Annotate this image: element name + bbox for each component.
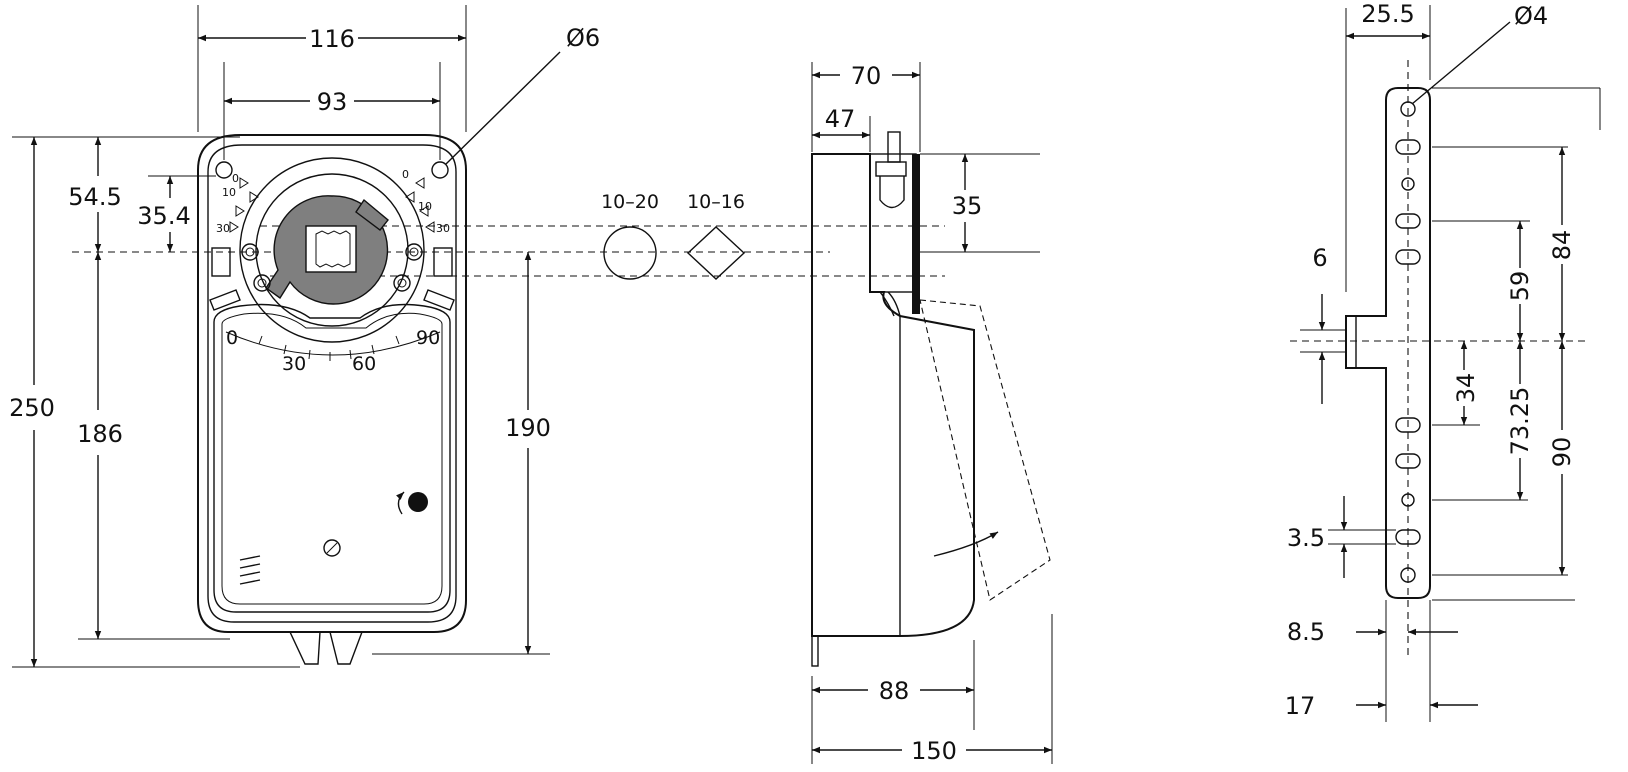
dim-spacing-73-25: 73.25 [1506, 387, 1534, 456]
mounting-feet [289, 631, 363, 665]
rotation-arrow-icon [396, 491, 405, 515]
round-shaft-symbol [603, 226, 657, 280]
bracket-outline [1345, 87, 1431, 599]
side-view: 35 70 47 88 150 [811, 62, 1053, 765]
dim-spacing-34: 34 [1452, 373, 1480, 404]
clamp-lever [355, 198, 389, 231]
dim-bracket-hole-diameter: Ø4 [1514, 2, 1548, 30]
dial-mark-0: 0 [226, 327, 238, 349]
side-body-outline [811, 153, 975, 637]
dim-height-250: 250 [9, 394, 55, 422]
screw-icon [323, 539, 341, 557]
mounting-hole-right [431, 161, 449, 179]
dim-height-190: 190 [505, 414, 551, 442]
rotor-mark-left-10: 10 [222, 186, 236, 199]
dim-shaft-height-35: 35 [952, 192, 983, 220]
dim-offset-35-4: 35.4 [137, 202, 190, 230]
dim-depth-70: 70 [851, 62, 882, 90]
dial-mark-60: 60 [352, 353, 376, 375]
mounting-hole-left [215, 161, 233, 179]
dial-mark-30: 30 [282, 353, 306, 375]
rotor-outer-ring [239, 157, 425, 343]
dim-offset-54-5: 54.5 [68, 183, 121, 211]
dim-spacing-59: 59 [1506, 271, 1534, 302]
square-shaft-symbol [686, 226, 746, 280]
round-shaft-range: 10–20 [601, 191, 659, 213]
rotor-inner-ring [255, 173, 409, 327]
bracket-hole-bottom [1400, 567, 1416, 583]
opened-cover-outline [919, 299, 1051, 601]
dim-depth-150: 150 [911, 737, 957, 765]
cover-swing-arrow [933, 531, 999, 557]
bracket-hole-top [1400, 101, 1416, 117]
side-shaft [912, 154, 920, 314]
rotor-mark-right-30: 30 [436, 222, 450, 235]
dim-spacing-84: 84 [1548, 230, 1576, 261]
dim-height-186: 186 [77, 420, 123, 448]
rotor-mark-right-0: 0 [402, 168, 409, 181]
dim-slot-3-5: 3.5 [1287, 524, 1325, 552]
dim-spacing-90: 90 [1548, 437, 1576, 468]
rotor-mark-left-0: 0 [232, 172, 239, 185]
dim-depth-47: 47 [825, 105, 856, 133]
front-view: 30 10 0 0 10 30 0 30 60 90 116 93 Ø6 [9, 5, 945, 668]
manual-override-button [408, 492, 428, 512]
housing-inner-outline [207, 144, 457, 623]
side-foot [811, 635, 819, 667]
vent-slots [239, 555, 261, 585]
dim-offset-25-5: 25.5 [1361, 0, 1414, 28]
cover-outline [213, 303, 451, 613]
dim-width-116: 116 [309, 25, 355, 53]
bracket-slot [1395, 139, 1421, 155]
rotor-mark-right-10: 10 [418, 200, 432, 213]
side-clamp-housing [869, 153, 917, 293]
rotor-mark-left-30: 30 [216, 222, 230, 235]
dim-hole-diameter: Ø6 [566, 24, 600, 52]
square-shaft-range: 10–16 [687, 191, 745, 213]
dial-mark-90: 90 [416, 327, 440, 349]
dim-bottom-17: 17 [1285, 692, 1316, 720]
dim-tab-6: 6 [1312, 244, 1327, 272]
dim-bottom-8-5: 8.5 [1287, 618, 1325, 646]
dim-depth-88: 88 [879, 677, 910, 705]
bracket-view: 25.5 Ø4 6 84 59 34 73.25 [1285, 0, 1601, 722]
shaft-socket [305, 225, 357, 273]
dim-hole-spacing-93: 93 [317, 88, 348, 116]
